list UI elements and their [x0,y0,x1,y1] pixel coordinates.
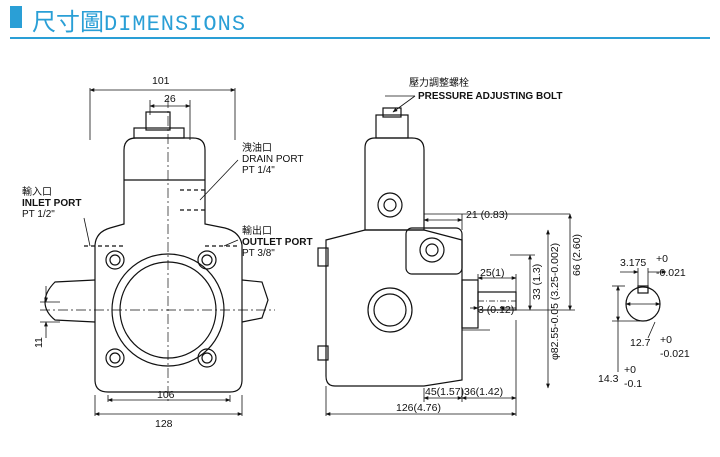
bolt-label-en: PRESSURE ADJUSTING BOLT [418,91,562,102]
side-view [317,107,517,387]
side-outlet-boss [405,227,463,275]
dim-66: 66 (2.60) [571,234,583,276]
shaft-keyway [637,285,649,294]
page-title: 尺寸圖DIMENSIONS [32,2,246,37]
front-right-flange [241,279,269,323]
dim-21: 21 (0.83) [466,209,508,221]
shaft-depth-tol-minus: -0.1 [624,378,642,390]
shaft-dia-value: 12.7 [630,337,651,349]
inlet-port-label-cjk: 輸入口 [22,185,52,198]
shaft-depth-tol-plus: +0 [624,364,636,376]
dim-45: 45(1.57) [425,386,464,398]
front-bolt-hole [197,250,217,270]
side-inlet-bore [367,287,413,333]
shaft-dia-tol-plus: +0 [660,334,672,346]
outlet-port-label-en: OUTLET PORT [242,237,313,248]
drain-port-label-en: DRAIN PORT [242,154,304,165]
front-top-bolt [145,111,171,131]
dim-126: 126(4.76) [396,402,441,414]
inlet-port-label-en: INLET PORT [22,198,81,209]
drain-port-label-cjk: 洩油口 [242,141,272,154]
front-bolt-hole [105,348,125,368]
dim-25: 25(1) [480,267,505,279]
page-title-latin: DIMENSIONS [104,12,247,37]
dim-106: 106 [157,389,175,401]
header-accent-bar [10,6,22,28]
shaft-dimensions [612,268,667,372]
shaft-section-view [625,285,661,322]
dim-36: 36(1.42) [464,386,503,398]
front-dimensions [40,88,243,416]
front-bolt-hole [197,348,217,368]
key-width-tol-plus: +0 [656,253,668,265]
bolt-label-cjk: 壓力調整螺栓 [409,76,469,89]
key-width-value: 3.175 [620,257,646,269]
side-dimensions [325,95,575,416]
dim-3: 3 (0.12) [478,304,514,316]
drain-port-spec: PT 1/4" [242,165,275,176]
dim-33: 33 (1.3) [531,264,543,300]
dim-101: 101 [152,75,170,87]
dim-26: 26 [164,93,176,105]
key-width-tol-minus: -0.021 [656,267,686,279]
side-shaft-hub [461,279,479,329]
side-adjusting-bolt [375,114,409,139]
front-body-outline [94,137,243,393]
dim-11: 11 [33,337,45,348]
dim-shaft-diameter: φ82.55-0.05 (3.25-0.002) [549,243,561,360]
front-left-flange [44,279,96,323]
page-header: 尺寸圖DIMENSIONS [0,0,720,39]
shaft-dia-tol-minus: -0.021 [660,348,690,360]
dim-128: 128 [155,418,173,430]
header-rule [10,37,710,39]
outlet-port-spec: PT 3/8" [242,248,275,259]
front-bolt-hole [105,250,125,270]
shaft-depth-value: 14.3 [598,373,619,385]
side-main-body [325,229,463,387]
inlet-port-spec: PT 1/2" [22,209,55,220]
side-upper-housing [364,137,425,231]
page-title-cjk: 尺寸圖 [32,8,104,36]
outlet-port-label-cjk: 輸出口 [242,224,272,237]
front-view [40,98,275,402]
